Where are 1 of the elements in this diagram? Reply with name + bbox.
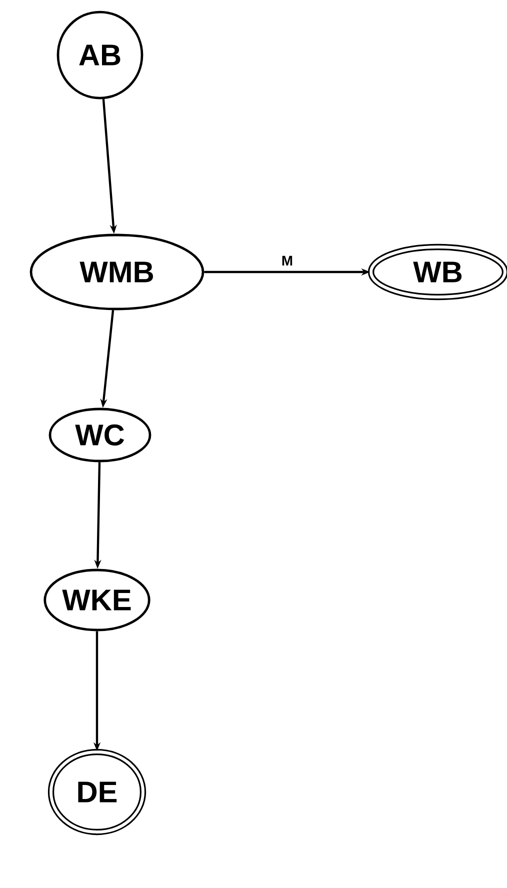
edge-label: M xyxy=(282,256,292,266)
